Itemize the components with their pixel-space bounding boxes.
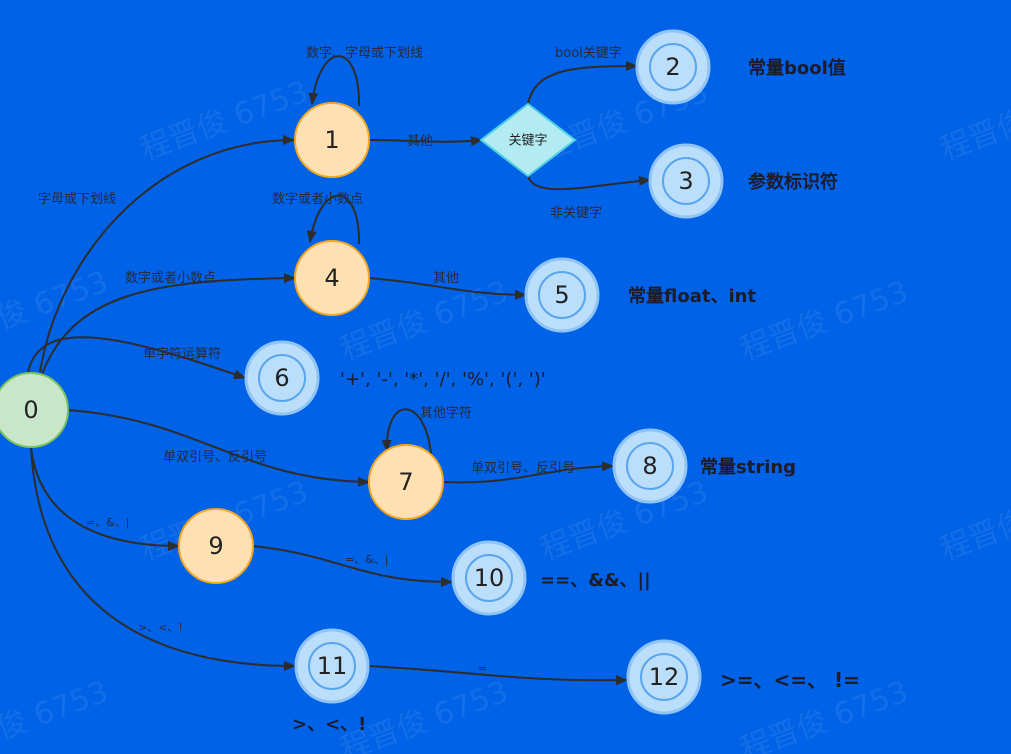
edge-label: 字母或下划线 bbox=[38, 192, 116, 207]
edge-label: bool关键字 bbox=[555, 46, 622, 61]
watermark: 程晋俊 6753 bbox=[736, 274, 913, 367]
edge-label: 非关键字 bbox=[550, 206, 602, 221]
edge-keyword-3 bbox=[527, 175, 651, 191]
watermark: 程晋俊 6753 bbox=[0, 674, 113, 754]
annotation: >、<、! bbox=[292, 714, 366, 735]
edge-label: >、<、! bbox=[138, 621, 183, 634]
node-label: 6 bbox=[274, 364, 289, 392]
state-10-accepting: 10 bbox=[451, 540, 527, 616]
node-label: 1 bbox=[324, 126, 339, 154]
watermark: 程晋俊 6753 bbox=[936, 74, 1011, 167]
annotation: 常量float、int bbox=[628, 285, 756, 307]
state-8-accepting: 8 bbox=[612, 428, 688, 504]
edge-label: 数字或者小数点 bbox=[125, 271, 216, 286]
nodes: 0 1 2 3 4 5 6 7 8 9 10 11 12 关键字 bbox=[0, 29, 724, 715]
node-label: 12 bbox=[649, 663, 680, 691]
edge-label: = bbox=[478, 662, 487, 675]
state-2-accepting: 2 bbox=[635, 29, 711, 105]
edge-label: =、&、| bbox=[86, 516, 130, 529]
node-label: 8 bbox=[642, 452, 657, 480]
edge-7-8 bbox=[442, 461, 614, 484]
annotations: 常量bool值 参数标识符 常量float、int '+', '-', '*',… bbox=[292, 57, 860, 735]
state-12-accepting: 12 bbox=[626, 639, 702, 715]
node-label: 11 bbox=[317, 652, 348, 680]
state-6-accepting: 6 bbox=[244, 340, 320, 416]
state-0-start: 0 bbox=[0, 372, 69, 448]
watermarks: 程晋俊 6753 程晋俊 6753 程晋俊 6753 程晋俊 6753 程晋俊 … bbox=[0, 74, 1011, 754]
edge-label: 单字符运算符 bbox=[143, 346, 221, 362]
edge-0-4 bbox=[39, 273, 296, 381]
edge-4-self bbox=[306, 194, 361, 245]
edge-0-1 bbox=[39, 135, 295, 373]
edge-0-11 bbox=[30, 447, 296, 671]
decision-label: 关键字 bbox=[508, 134, 547, 149]
annotation: >=、<=、 != bbox=[720, 668, 860, 692]
state-1: 1 bbox=[294, 102, 370, 178]
watermark: 程晋俊 6753 bbox=[136, 74, 313, 167]
node-label: 4 bbox=[324, 264, 339, 292]
annotation: 常量bool值 bbox=[748, 57, 846, 79]
edge-label: 单双引号、反引号 bbox=[471, 461, 575, 476]
annotation: ==、&&、|| bbox=[540, 570, 651, 591]
edge-1-keyword bbox=[368, 136, 483, 147]
keyword-decision: 关键字 bbox=[479, 102, 577, 178]
edge-9-10 bbox=[252, 545, 453, 587]
node-label: 10 bbox=[474, 564, 505, 592]
node-label: 0 bbox=[23, 396, 38, 424]
watermark: 程晋俊 6753 bbox=[936, 474, 1011, 567]
edge-labels: 字母或下划线 数字、字母或下划线 其他 bool关键字 非关键字 数字或者小数点… bbox=[38, 46, 622, 675]
edge-1-self bbox=[308, 55, 361, 107]
edge-7-self bbox=[381, 408, 432, 455]
state-11-accepting: 11 bbox=[294, 628, 370, 704]
annotation: '+', '-', '*', '/', '%', '(', ')' bbox=[340, 369, 546, 390]
edge-0-7 bbox=[67, 409, 370, 487]
edge-label: 数字、字母或下划线 bbox=[306, 46, 423, 61]
state-5-accepting: 5 bbox=[524, 257, 600, 333]
edge-0-6 bbox=[27, 336, 246, 380]
edge-label: 数字或者小数点 bbox=[272, 192, 363, 207]
state-9: 9 bbox=[178, 508, 254, 584]
edge-label: 其他 bbox=[407, 134, 433, 149]
state-7: 7 bbox=[368, 444, 444, 520]
edge-label: 单双引号、反引号 bbox=[163, 450, 267, 465]
edge-0-9 bbox=[30, 447, 180, 551]
state-3-accepting: 3 bbox=[648, 143, 724, 219]
node-label: 5 bbox=[554, 281, 569, 309]
node-label: 7 bbox=[398, 468, 413, 496]
annotation: 参数标识符 bbox=[748, 171, 838, 193]
state-4: 4 bbox=[294, 240, 370, 316]
edge-4-5 bbox=[368, 277, 527, 300]
node-label: 9 bbox=[208, 532, 223, 560]
node-label: 2 bbox=[665, 53, 680, 81]
edge-keyword-2 bbox=[527, 61, 638, 105]
edge-label: 其他 bbox=[433, 271, 459, 286]
edge-11-12 bbox=[368, 665, 628, 686]
edge-label: 其他字符 bbox=[420, 405, 472, 421]
edges bbox=[27, 55, 651, 686]
annotation: 常量string bbox=[700, 456, 796, 478]
node-label: 3 bbox=[678, 167, 693, 195]
edge-label: =、&、| bbox=[345, 553, 389, 566]
